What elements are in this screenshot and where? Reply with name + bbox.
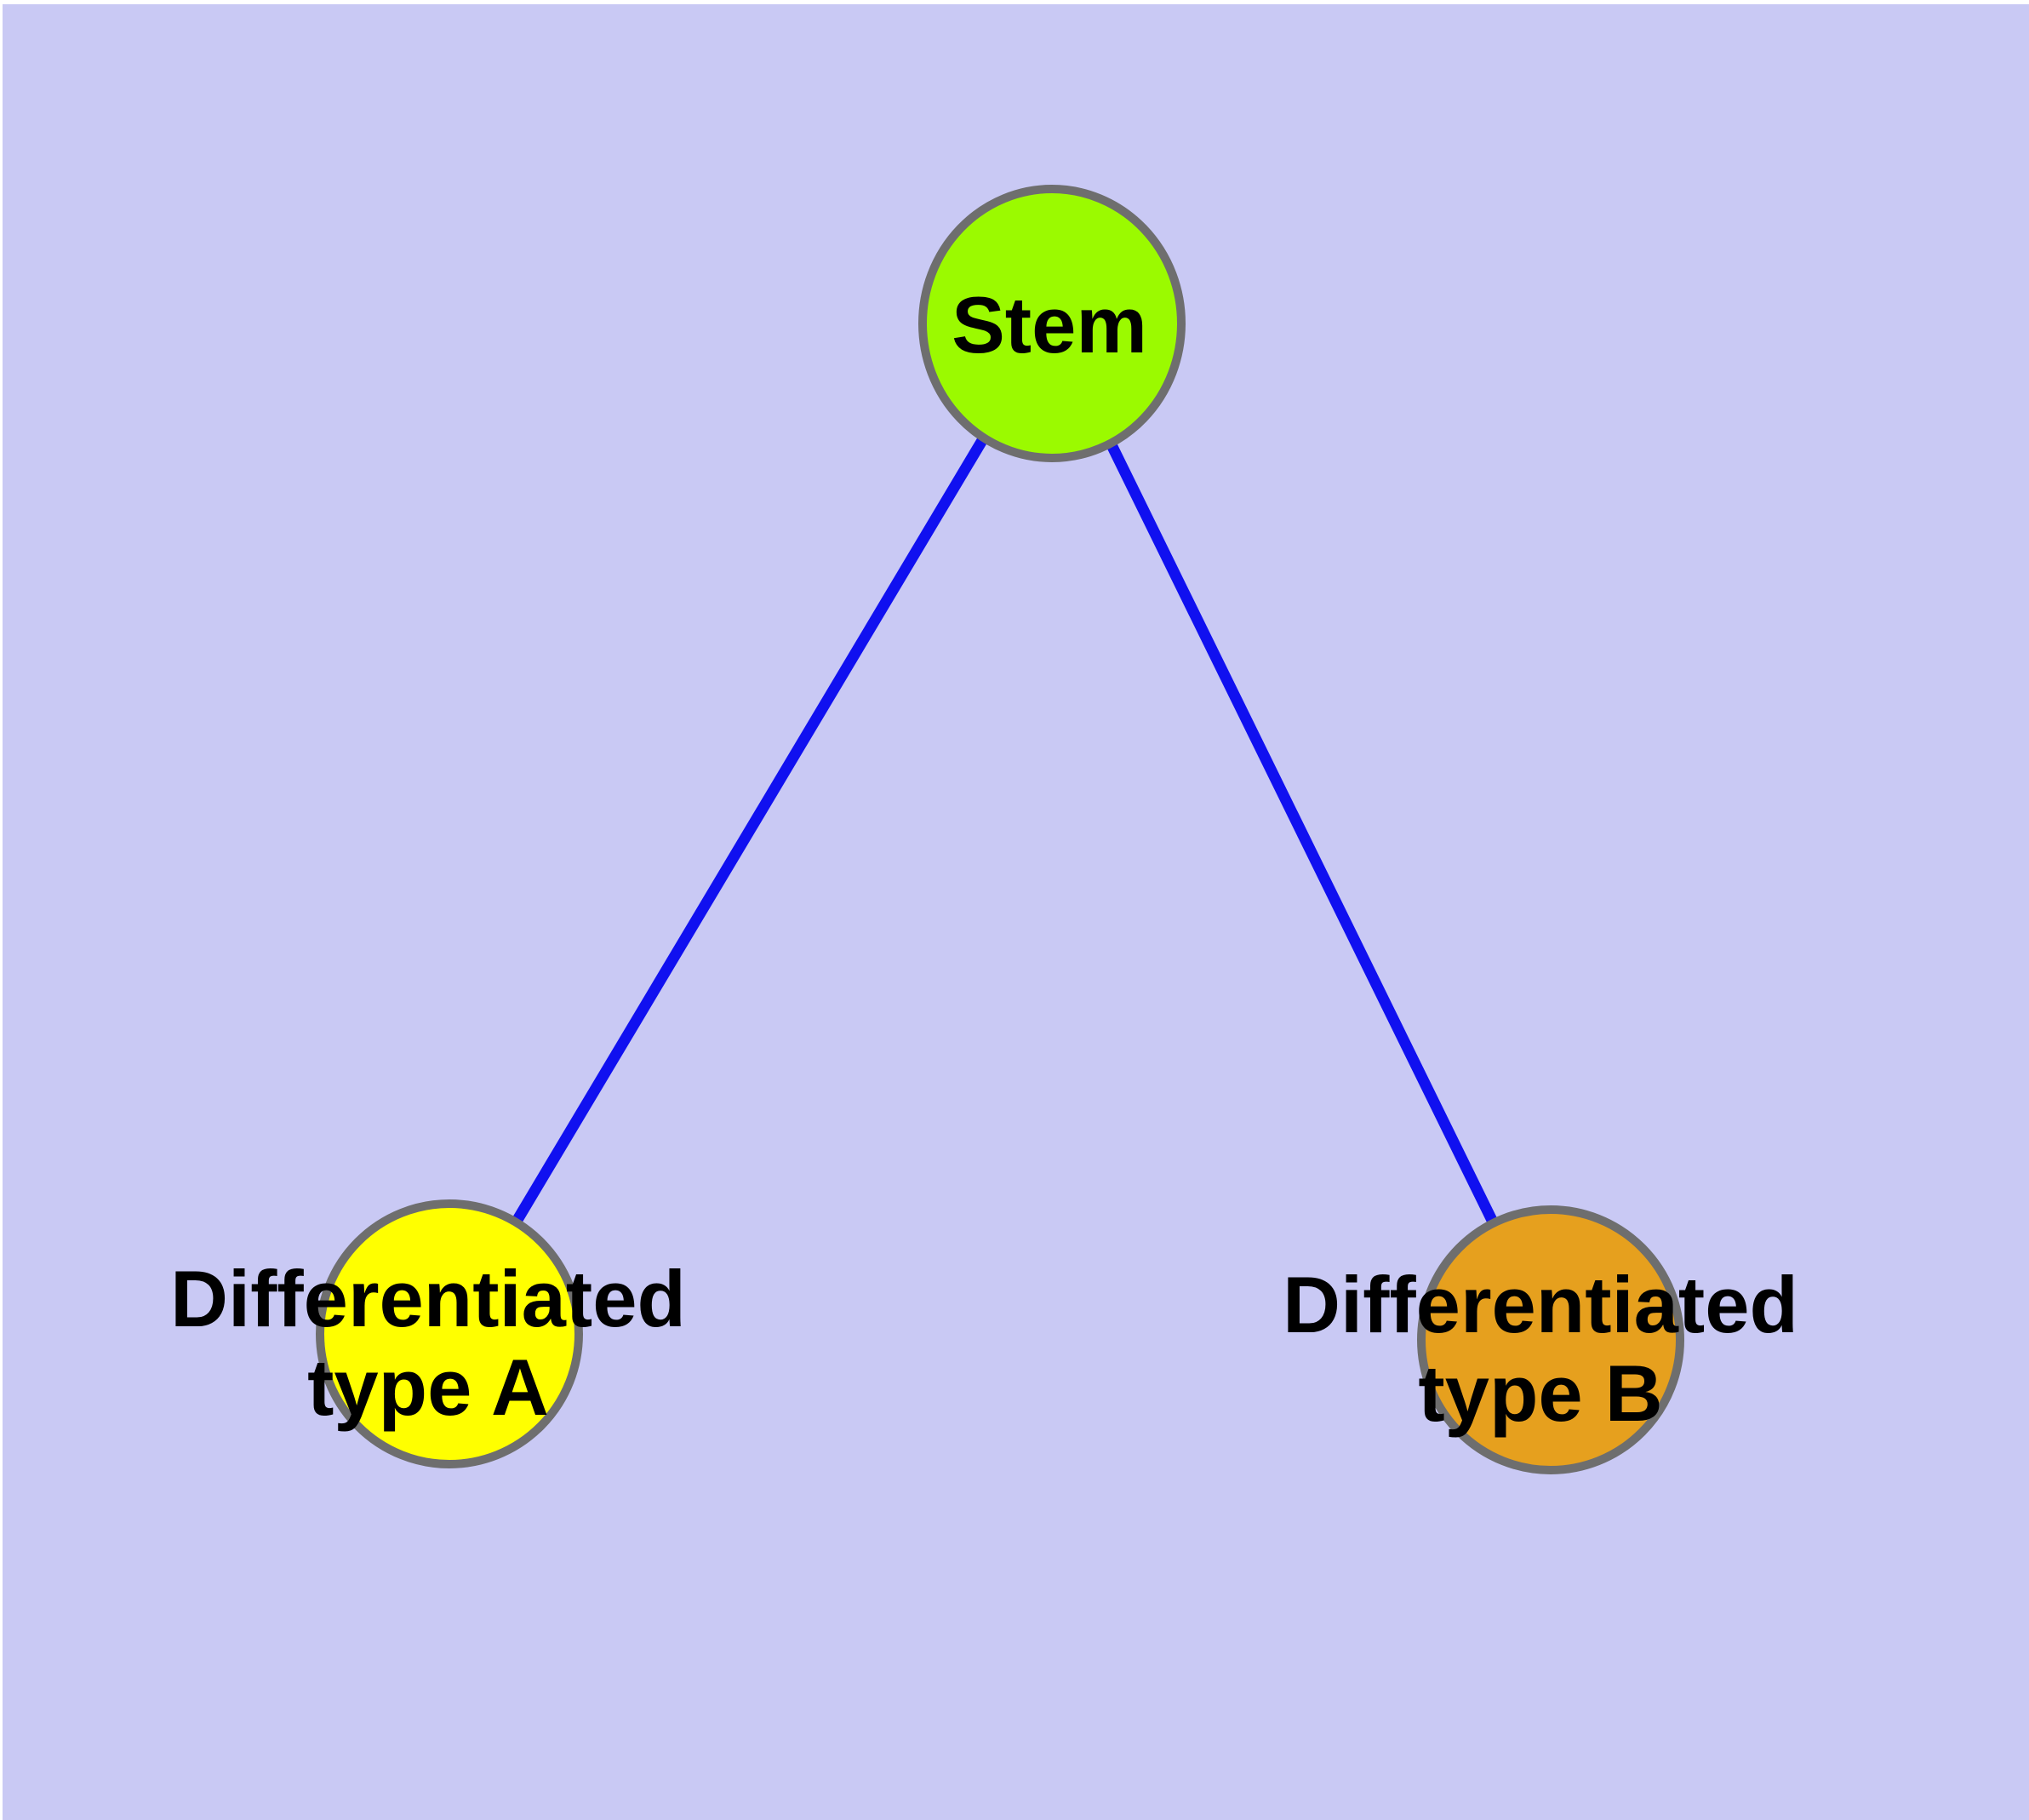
edge-layer — [444, 320, 1556, 1342]
node-type-a — [316, 1199, 583, 1468]
node-type-b — [1417, 1205, 1684, 1474]
node-label-line: Stem — [952, 280, 1147, 369]
node-label-line: type B — [1418, 1348, 1662, 1438]
node-layer — [316, 185, 1684, 1474]
node-label-line: Differentiated — [170, 1254, 686, 1343]
node-label-line: type A — [307, 1342, 549, 1432]
edge-stem-type-b — [1047, 321, 1556, 1342]
node-stem — [918, 185, 1186, 462]
node-label-line: Differentiated — [1283, 1260, 1798, 1349]
node-label-stem: Stem — [952, 280, 1147, 369]
edge-stem-type-a — [444, 320, 1057, 1337]
